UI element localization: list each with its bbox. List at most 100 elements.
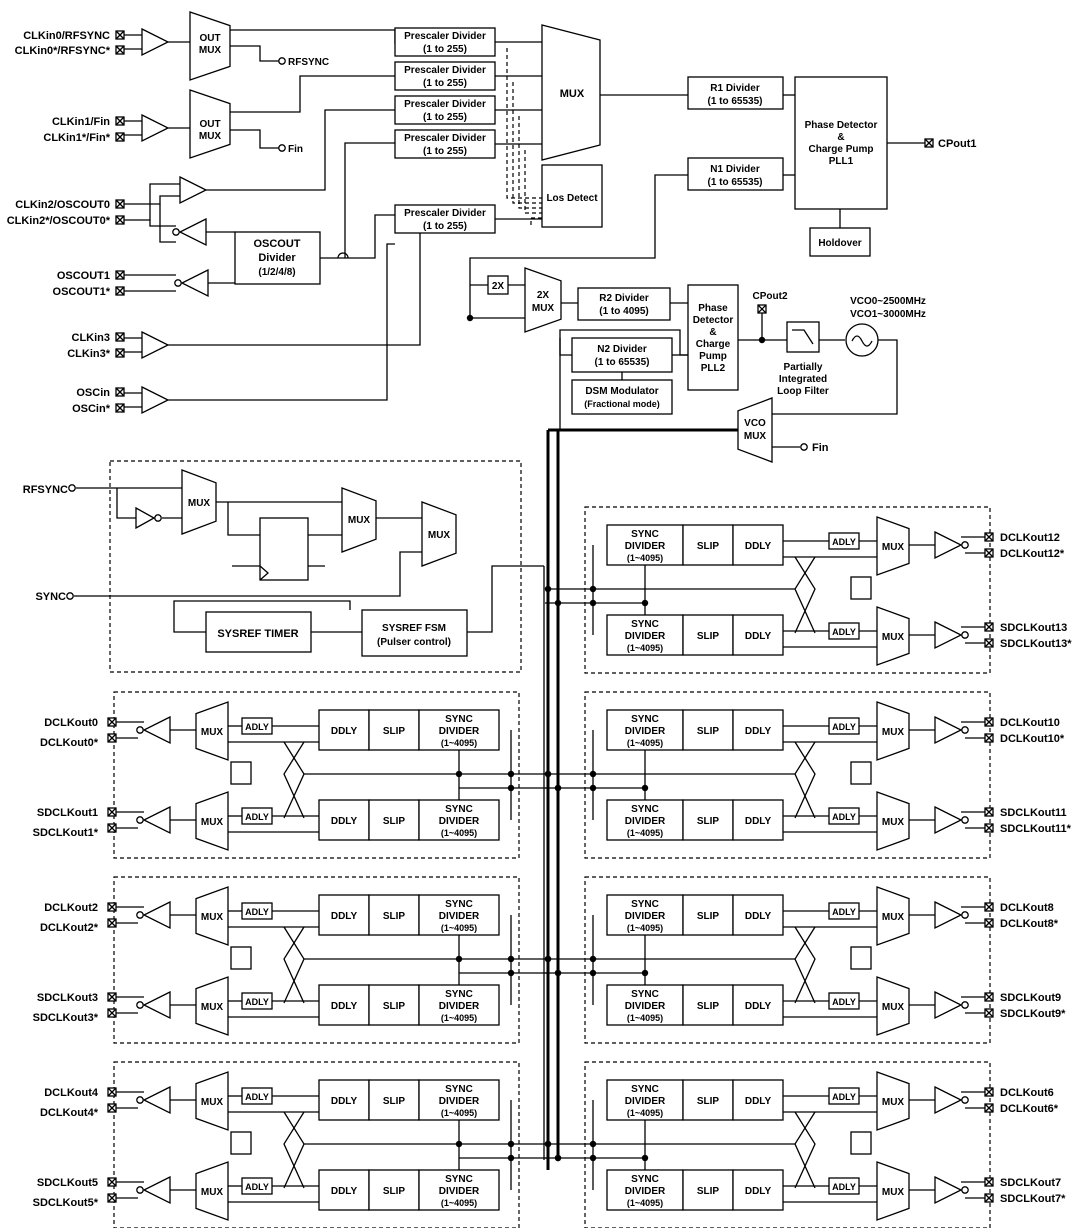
sync-divider-label2: DIVIDER — [439, 1001, 480, 1012]
open-terminal — [278, 144, 286, 152]
sync-divider-label1: SYNC — [445, 1084, 473, 1095]
channel-ddly-label: DDLY — [331, 816, 358, 827]
output-mux-label: MUX — [201, 1187, 224, 1198]
oscin-label: OSCin — [76, 387, 110, 399]
wire — [107, 1193, 117, 1203]
wire — [115, 45, 125, 55]
channel-ddly-box — [732, 614, 784, 656]
open-terminal — [66, 592, 74, 600]
sync-divider-label2: DIVIDER — [625, 631, 666, 642]
ref-mux — [541, 24, 601, 161]
channel-slip-label: SLIP — [697, 816, 720, 827]
channel-ddly-label: DDLY — [745, 1001, 772, 1012]
pd2-label3: & — [709, 327, 716, 338]
clkin1-label: CLKin1/Fin — [52, 116, 110, 128]
wire — [469, 174, 688, 318]
wire — [107, 1103, 117, 1113]
filter-label1: Partially — [784, 362, 823, 373]
output-mux-label: MUX — [882, 1097, 905, 1108]
buffer-icon — [179, 175, 208, 205]
wire — [984, 638, 994, 648]
buffer-icon — [178, 217, 207, 247]
channel-sync-box — [606, 984, 684, 1026]
output-mux-label: MUX — [882, 727, 905, 738]
channel-sync-box — [418, 894, 500, 936]
pd2-label6: PLL2 — [701, 363, 726, 374]
junction-dot — [554, 784, 562, 792]
sdclk-label: SDCLKout11 — [1000, 807, 1067, 819]
channel-ddly-box — [732, 984, 784, 1026]
sdclk-n-label: SDCLKout9* — [1000, 1008, 1066, 1020]
output-mux-label: MUX — [201, 817, 224, 828]
wire — [772, 339, 898, 415]
wire — [757, 304, 767, 314]
sine-wave-icon — [851, 335, 873, 347]
out-mux-2-label: OUT — [199, 119, 220, 130]
channel-ddly-box — [318, 1079, 370, 1121]
output-mux — [195, 976, 229, 1036]
los-dashed-wire — [512, 82, 542, 204]
wire — [924, 138, 934, 148]
buffer-icon — [934, 1175, 963, 1205]
wire — [283, 926, 305, 1004]
r1-divider-box — [687, 76, 784, 110]
channel-slip-box — [682, 894, 734, 936]
sync-divider-label2: DIVIDER — [625, 1001, 666, 1012]
channel-group-border — [113, 1061, 520, 1228]
channel-ddly-box — [318, 1169, 370, 1211]
wire — [984, 902, 994, 912]
sdclk-n-label: SDCLKout13* — [1000, 638, 1072, 650]
clkin2n-label: CLKin2*/OSCOUT0* — [7, 215, 111, 227]
channel-ddly-box — [732, 524, 784, 566]
sync-divider-label2: DIVIDER — [439, 816, 480, 827]
ps-3-box — [394, 95, 496, 125]
open-terminal — [961, 1001, 969, 1009]
output-mux-label: MUX — [882, 817, 905, 828]
wire — [984, 1193, 994, 1203]
adly-label: ADLY — [832, 1092, 856, 1102]
sdclk-label: SDCLKout7 — [1000, 1177, 1061, 1189]
wire — [984, 807, 994, 817]
fin-tap-label: Fin — [288, 144, 303, 155]
output-mux — [876, 1161, 910, 1221]
wire — [984, 733, 994, 743]
adly-label: ADLY — [245, 722, 269, 732]
wire — [984, 918, 994, 928]
output-mux-label: MUX — [882, 1002, 905, 1013]
sync-divider-label1: SYNC — [445, 714, 473, 725]
wire — [984, 532, 994, 542]
wire — [984, 717, 994, 727]
wire — [115, 270, 125, 280]
pd1-label4: PLL1 — [829, 156, 854, 167]
wire — [159, 204, 176, 243]
channel-group-border — [113, 876, 520, 1044]
dsm-label1: DSM Modulator — [585, 386, 658, 397]
channel-ddly-label: DDLY — [745, 1096, 772, 1107]
dclk-n-label: DCLKout8* — [1000, 918, 1059, 930]
pd1-label2: & — [837, 132, 844, 143]
sync-divider-range: (1~4095) — [627, 643, 663, 653]
sdclk-n-label: SDCLKout5* — [33, 1197, 99, 1209]
output-mux — [195, 1071, 229, 1131]
oscout-div-label1: OSCOUT — [253, 238, 300, 250]
wire — [107, 992, 117, 1002]
buffer-icon — [934, 530, 963, 560]
pll2-mux — [524, 267, 562, 333]
wire — [794, 926, 816, 1004]
wire — [107, 1087, 117, 1097]
channel-sync-box — [418, 984, 500, 1026]
channel-sync-box — [418, 1079, 500, 1121]
wire — [115, 116, 125, 126]
open-terminal — [136, 726, 144, 734]
open-terminal — [136, 1001, 144, 1009]
oscinn-label: OSCin* — [72, 403, 111, 415]
channel-ddly-label: DDLY — [331, 1186, 358, 1197]
channel-ddly-box — [732, 1079, 784, 1121]
out-mux-1 — [189, 11, 231, 81]
buffer-icon — [142, 1175, 171, 1205]
channel-ddly-label: DDLY — [331, 1001, 358, 1012]
sysref-timer-box — [205, 611, 312, 653]
open-terminal — [136, 1096, 144, 1104]
sync-divider-range: (1~4095) — [627, 923, 663, 933]
los-detect-label: Los Detect — [546, 193, 598, 204]
